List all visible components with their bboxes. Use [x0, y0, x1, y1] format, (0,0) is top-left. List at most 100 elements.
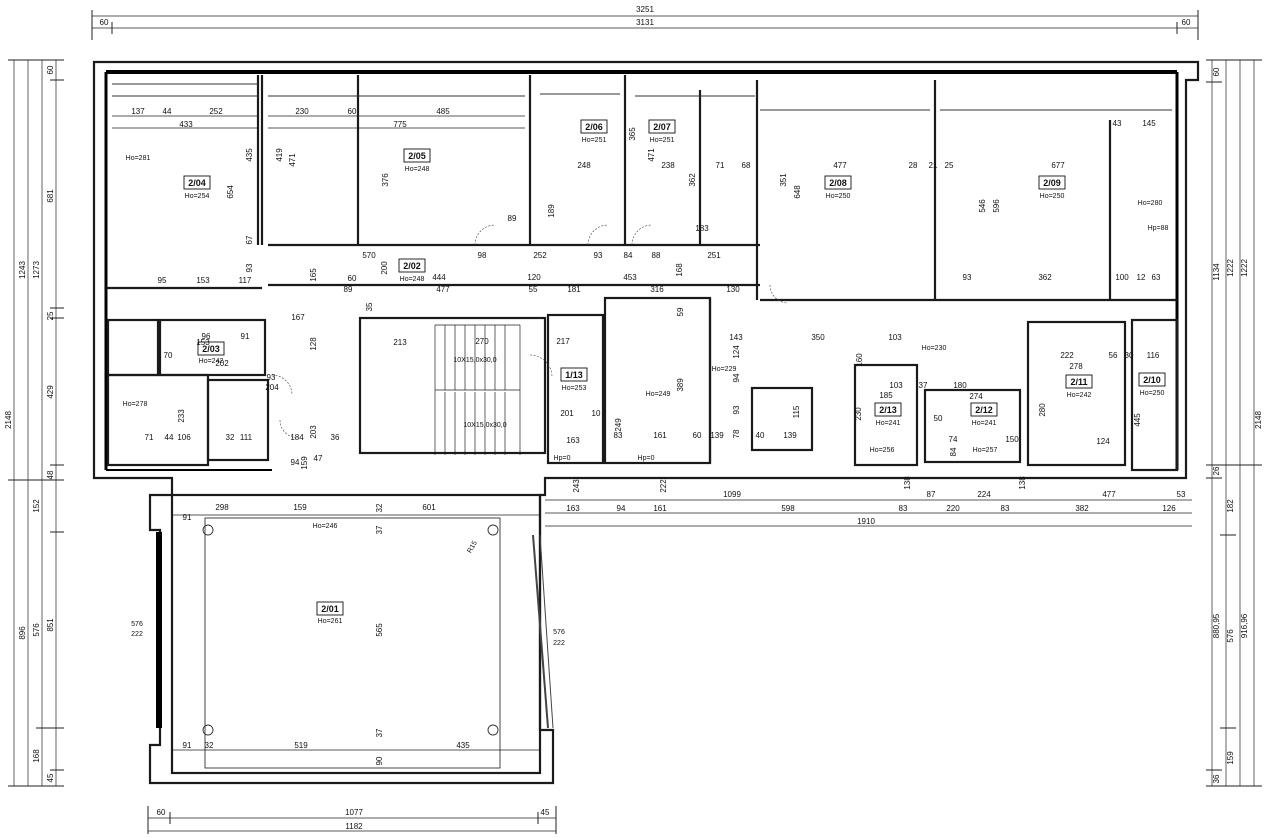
- room-2-09[interactable]: 2/09 Ho=250: [1038, 175, 1066, 200]
- svg-text:Ho=250: Ho=250: [826, 193, 851, 200]
- svg-text:Ho=229: Ho=229: [712, 366, 737, 373]
- room-2-07[interactable]: 2/07 Ho=251: [648, 119, 676, 144]
- dim-bottom-right-offset: 45: [541, 808, 550, 817]
- svg-text:213: 213: [393, 338, 407, 347]
- dim-inner-top: 3131: [636, 18, 654, 27]
- svg-text:84: 84: [624, 251, 633, 260]
- svg-text:56: 56: [1109, 351, 1118, 360]
- svg-text:50: 50: [934, 414, 943, 423]
- top-dimensions: 3251 60 3131 60: [91, 5, 1199, 40]
- svg-text:R15: R15: [466, 540, 479, 555]
- svg-text:Ho=230: Ho=230: [922, 345, 947, 352]
- svg-text:519: 519: [294, 741, 308, 750]
- svg-text:161: 161: [653, 431, 667, 440]
- svg-text:70: 70: [164, 351, 173, 360]
- svg-text:362: 362: [1038, 273, 1052, 282]
- svg-text:100: 100: [1115, 273, 1129, 282]
- door-swings: [271, 224, 789, 439]
- svg-text:159: 159: [300, 456, 309, 470]
- svg-text:93: 93: [594, 251, 603, 260]
- svg-text:98: 98: [478, 251, 487, 260]
- dim-left-429: 429: [46, 385, 55, 399]
- dim-bottom-left-offset: 60: [157, 808, 166, 817]
- svg-text:Ho=256: Ho=256: [870, 447, 895, 454]
- svg-text:576: 576: [131, 621, 143, 628]
- room-2-04[interactable]: 2/04 Ho=254: [183, 175, 211, 200]
- room-2-11[interactable]: 2/11 Ho=242: [1065, 374, 1093, 399]
- room-2-13[interactable]: 2/13 Ho=241: [874, 402, 902, 427]
- svg-text:10: 10: [592, 409, 601, 418]
- svg-text:Hp=0: Hp=0: [554, 455, 571, 462]
- svg-text:181: 181: [567, 285, 581, 294]
- room-2-01[interactable]: 2/01 Ho=261: [316, 601, 344, 625]
- svg-text:126: 126: [1162, 504, 1176, 513]
- svg-text:298: 298: [215, 503, 229, 512]
- room-2-12[interactable]: 2/12 Ho=241: [970, 402, 998, 427]
- svg-text:67: 67: [245, 235, 254, 244]
- room-2-08[interactable]: 2/08 Ho=250: [824, 175, 852, 200]
- svg-text:180: 180: [953, 381, 967, 390]
- svg-text:Ho=248: Ho=248: [400, 276, 425, 283]
- svg-text:202: 202: [215, 359, 229, 368]
- svg-text:32: 32: [226, 433, 235, 442]
- svg-text:115: 115: [792, 405, 801, 418]
- svg-text:Ho=253: Ho=253: [562, 385, 587, 392]
- svg-text:278: 278: [1069, 362, 1083, 371]
- svg-text:83: 83: [614, 431, 623, 440]
- svg-text:389: 389: [676, 378, 685, 392]
- svg-text:2/01: 2/01: [321, 604, 339, 614]
- svg-text:60: 60: [348, 107, 357, 116]
- svg-text:Ho=242: Ho=242: [1067, 392, 1092, 399]
- svg-text:37: 37: [375, 728, 384, 737]
- svg-text:Ho=250: Ho=250: [1040, 193, 1065, 200]
- dim-top-right-offset: 60: [1182, 18, 1191, 27]
- svg-text:376: 376: [381, 173, 390, 187]
- svg-text:200: 200: [380, 261, 389, 275]
- dim-right-upper-c: 1222: [1240, 259, 1249, 277]
- svg-text:91: 91: [241, 332, 250, 341]
- svg-text:203: 203: [309, 425, 318, 439]
- room-1-13[interactable]: 1/13 Ho=253: [560, 367, 588, 392]
- svg-text:230: 230: [854, 407, 863, 421]
- dim-left-lower-a: 576: [32, 623, 41, 637]
- svg-text:601: 601: [422, 503, 436, 512]
- svg-text:435: 435: [456, 741, 470, 750]
- dim-right-upper-b: 1222: [1226, 259, 1235, 277]
- svg-text:201: 201: [560, 409, 574, 418]
- room-2-02[interactable]: 2/02 Ho=248: [398, 258, 426, 283]
- svg-text:Ho=241: Ho=241: [876, 420, 901, 427]
- svg-text:2/13: 2/13: [879, 405, 897, 415]
- svg-text:93: 93: [267, 373, 276, 382]
- stair-spec-b: 10X15,0x30,0: [463, 422, 506, 429]
- svg-text:183: 183: [695, 224, 709, 233]
- svg-text:238: 238: [661, 161, 675, 170]
- svg-text:93: 93: [963, 273, 972, 282]
- dim-overall-top: 3251: [636, 5, 654, 14]
- room-2-06[interactable]: 2/06 Ho=251: [580, 119, 608, 144]
- svg-text:94: 94: [617, 504, 626, 513]
- svg-text:Ho=261: Ho=261: [318, 618, 343, 625]
- room-2-03[interactable]: 2/03 Ho=242: [197, 341, 225, 365]
- svg-text:1/13: 1/13: [565, 370, 583, 380]
- svg-text:477: 477: [436, 285, 450, 294]
- svg-text:233: 233: [177, 409, 186, 423]
- svg-text:40: 40: [756, 431, 765, 440]
- svg-text:106: 106: [177, 433, 191, 442]
- room-labels: 2/01 Ho=261 2/02 Ho=248 2/03 Ho=242 2/04…: [183, 119, 1166, 625]
- svg-text:53: 53: [1177, 490, 1186, 499]
- svg-text:124: 124: [732, 345, 741, 359]
- svg-text:1910: 1910: [857, 517, 875, 526]
- svg-text:138: 138: [1018, 476, 1027, 490]
- svg-text:30: 30: [1125, 351, 1134, 360]
- dim-bottom-overall: 1182: [345, 822, 363, 831]
- svg-text:167: 167: [291, 313, 305, 322]
- room-2-10[interactable]: 2/10 Ho=250: [1138, 372, 1166, 397]
- svg-text:775: 775: [393, 120, 407, 129]
- room-2-05[interactable]: 2/05 Ho=248: [403, 148, 431, 173]
- svg-text:2/09: 2/09: [1043, 178, 1061, 188]
- building-outline: [92, 60, 1200, 785]
- svg-text:249: 249: [614, 418, 623, 432]
- svg-text:477: 477: [1102, 490, 1116, 499]
- svg-text:163: 163: [566, 436, 580, 445]
- svg-text:471: 471: [288, 153, 297, 167]
